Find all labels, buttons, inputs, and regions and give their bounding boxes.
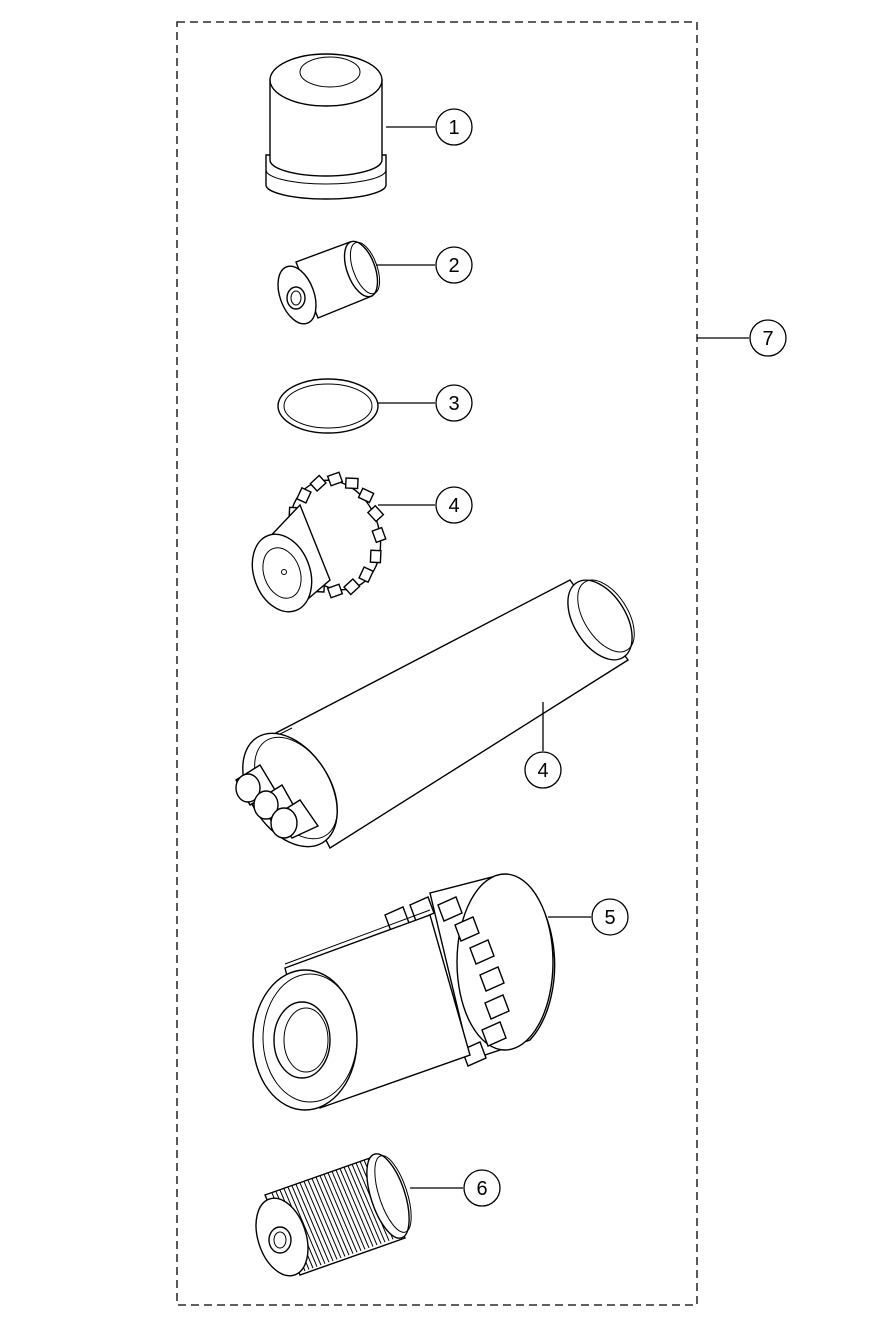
kit-boundary [176, 21, 698, 1306]
part-pleated-filter [255, 1153, 412, 1277]
svg-text:2: 2 [448, 255, 459, 277]
svg-text:7: 7 [762, 328, 773, 350]
filter-fin [326, 471, 344, 487]
filter-pleat [299, 1182, 334, 1262]
callout-3: 3 [435, 384, 473, 422]
filter-fin [371, 526, 387, 544]
filter-pleat [339, 1168, 374, 1247]
filter-fin [369, 549, 382, 564]
filter-pleat [319, 1175, 354, 1254]
filter-pleat [335, 1169, 370, 1249]
filter-fin [437, 896, 463, 922]
filter-fin [326, 583, 344, 599]
filter-pleat [295, 1184, 330, 1263]
part-oil-filter [265, 53, 387, 200]
part-o-ring [277, 378, 379, 434]
filter-pleat [347, 1165, 382, 1244]
filter-pleat [323, 1174, 358, 1253]
filter-pleat [343, 1166, 378, 1246]
svg-text:4: 4 [537, 760, 548, 782]
filter-fin [309, 474, 327, 492]
filter-fin [484, 994, 510, 1020]
svg-text:6: 6 [476, 1178, 487, 1200]
filter-pleat [303, 1181, 338, 1260]
filter-fin [343, 578, 361, 596]
callout-4-lower: 4 [524, 751, 562, 789]
callout-6: 6 [463, 1169, 501, 1207]
filter-pleat [351, 1164, 386, 1243]
callout-7: 7 [749, 319, 787, 357]
filter-fin [366, 504, 385, 523]
callout-2: 2 [435, 246, 473, 284]
part-long-filter [235, 579, 635, 850]
leader-lines [376, 126, 749, 1189]
callout-4-upper: 4 [435, 486, 473, 524]
filter-outlets [235, 764, 320, 839]
filter-fin [344, 477, 359, 490]
svg-text:1: 1 [448, 117, 459, 139]
filter-pleat [311, 1178, 346, 1257]
filter-fin [358, 566, 375, 584]
callout-1: 1 [435, 108, 473, 146]
svg-text:5: 5 [604, 907, 615, 929]
svg-text:4: 4 [448, 495, 459, 517]
filter-pleat [315, 1176, 350, 1256]
filter-fin [357, 487, 375, 504]
filter-fin [479, 966, 505, 992]
callout-5: 5 [591, 898, 629, 936]
filter-pleat [287, 1187, 322, 1266]
part-fuel-filter-finned [251, 471, 387, 613]
part-small-cartridge [277, 240, 381, 325]
part-air-filter [252, 873, 556, 1111]
filter-fin [295, 486, 312, 504]
filter-pleat [307, 1179, 342, 1259]
filter-pleat [327, 1172, 362, 1252]
filter-pleat [331, 1171, 366, 1250]
filter-pleat [291, 1185, 326, 1264]
svg-text:3: 3 [448, 393, 459, 415]
filter-fin [469, 939, 495, 965]
filter-fin [481, 1021, 507, 1047]
filter-fin [454, 916, 480, 942]
